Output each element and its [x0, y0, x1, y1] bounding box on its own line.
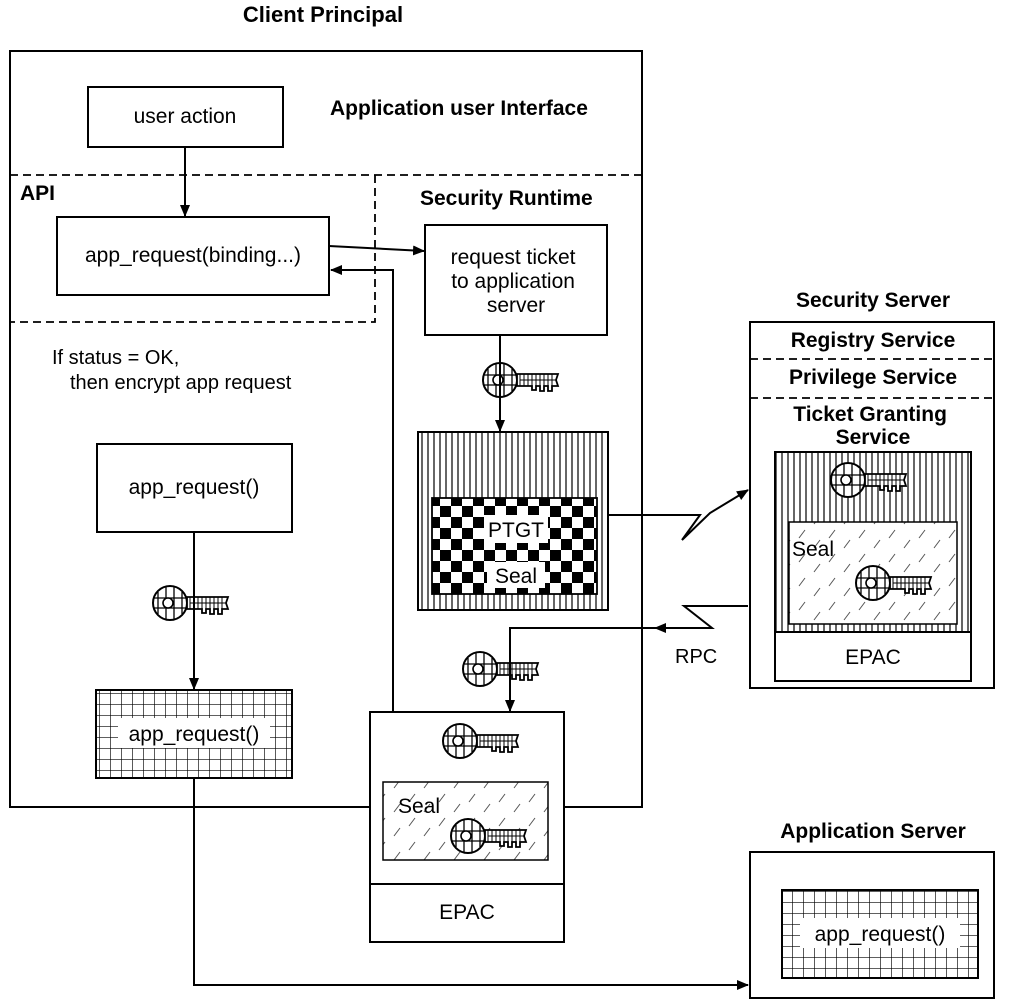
request-ticket-line-3: server [487, 294, 545, 317]
server-epac-label-box [774, 631, 972, 682]
status-note-line-1: If status = OK, [52, 347, 179, 369]
request-ticket-line-2: to application [451, 270, 575, 293]
ticket-granting-line-2: Service [836, 426, 911, 449]
app-request-text: app_request() [129, 476, 260, 499]
server-app-request-label-bg [800, 918, 960, 948]
app-request-binding-box [56, 216, 330, 296]
user-action-text: user action [134, 105, 237, 128]
key-icon [152, 585, 229, 621]
ptgt-seal-text: Seal [495, 565, 537, 588]
request-ticket-text: request ticket to application server [451, 246, 582, 317]
status-note: If status = OK, then encrypt app request [52, 347, 292, 394]
ptgt-text: PTGT [488, 519, 544, 542]
request-ticket-line-1: request ticket [451, 246, 576, 269]
registry-service-text: Registry Service [791, 329, 956, 352]
rpc-to-epac-arrow [505, 627, 655, 712]
rpc-label: RPC [675, 646, 717, 668]
rpc-request-arrow [608, 489, 749, 541]
arrow-api-to-request-ticket [328, 245, 425, 256]
privilege-service-text: Privilege Service [789, 366, 957, 389]
security-runtime-label: Security Runtime [420, 187, 593, 210]
rpc-response-arrow [654, 605, 748, 633]
client-epac-text: EPAC [439, 901, 495, 924]
key-icon [482, 362, 559, 398]
application-server-title: Application Server [780, 820, 966, 843]
ptgt-label-bg [484, 515, 548, 543]
app-ui-label: Application user Interface [330, 97, 588, 120]
client-epac-seal-text: Seal [398, 795, 440, 818]
server-seal-text: Seal [792, 538, 834, 561]
client-epac-label-box [369, 883, 565, 943]
diagram-title: Client Principal [243, 2, 403, 27]
app-request-binding-text: app_request(binding...) [85, 244, 301, 267]
encrypted-app-request-label-bg [118, 718, 270, 748]
ptgt-seal-label-bg [487, 562, 545, 588]
api-region-border [10, 175, 376, 323]
ticket-granting-line-1: Ticket Granting [793, 403, 947, 426]
request-ticket-box [424, 224, 608, 336]
key-icon [462, 651, 539, 687]
app-request-box [96, 443, 293, 533]
ticket-granting-text: Ticket Granting Service [793, 403, 953, 449]
api-label: API [20, 182, 55, 205]
user-action-box [87, 86, 284, 148]
client-principal-frame [9, 50, 643, 808]
arrow-to-application-server [193, 778, 749, 990]
server-epac-text: EPAC [845, 646, 901, 669]
arrow-epac-return-to-api [330, 265, 394, 712]
server-app-request-text: app_request() [815, 923, 946, 946]
status-note-line-2: then encrypt app request [70, 372, 292, 394]
encrypted-app-request-text: app_request() [129, 723, 260, 746]
security-server-title: Security Server [796, 289, 950, 312]
